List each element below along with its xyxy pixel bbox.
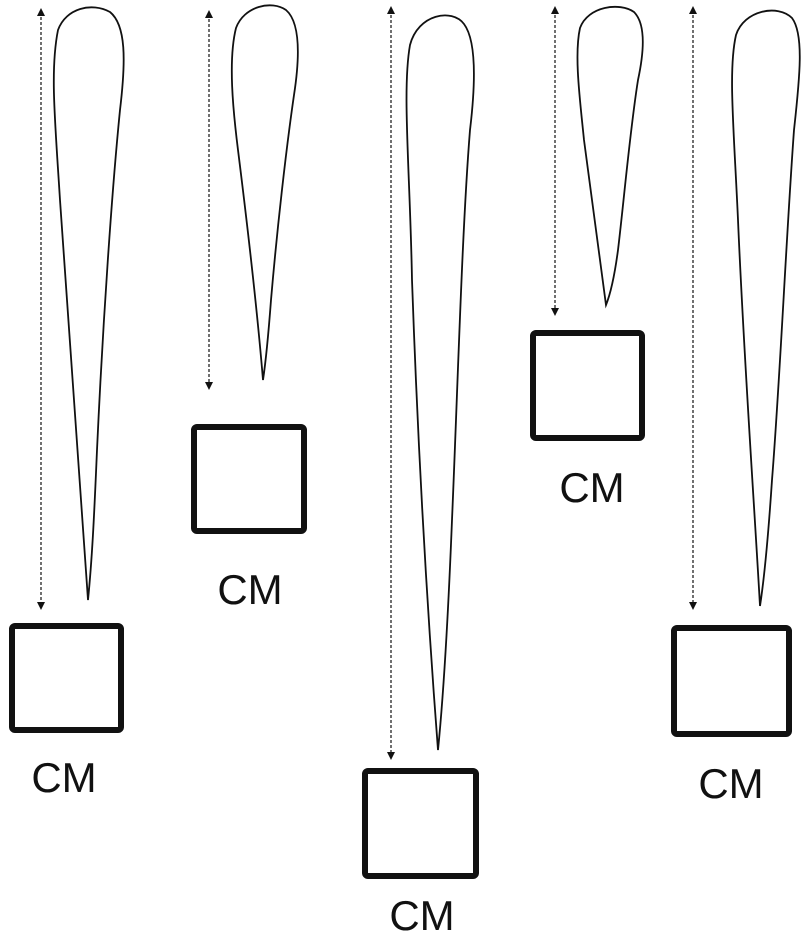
cm-box-1 xyxy=(9,623,124,733)
figure-3: CM xyxy=(362,6,479,939)
cm-box-5 xyxy=(671,625,792,737)
figure-5: CM xyxy=(671,6,801,807)
cm-label-5: CM xyxy=(698,760,763,807)
figure-2: CM xyxy=(191,4,307,613)
flagellum-outline-4 xyxy=(576,5,644,309)
cm-label-4: CM xyxy=(559,464,624,511)
figure-4: CM xyxy=(530,5,645,511)
flagellum-outline-5 xyxy=(731,9,801,607)
cm-label-1: CM xyxy=(31,754,96,801)
cm-box-2 xyxy=(191,424,307,534)
cm-label-3: CM xyxy=(389,892,454,939)
cm-box-3 xyxy=(362,768,479,879)
figure-1: CM xyxy=(9,6,125,801)
cm-box-4 xyxy=(530,330,645,441)
flagellum-outline-1 xyxy=(52,6,125,601)
flagellum-outline-2 xyxy=(230,4,299,381)
flagellum-outline-3 xyxy=(405,14,475,751)
cm-label-2: CM xyxy=(217,566,282,613)
